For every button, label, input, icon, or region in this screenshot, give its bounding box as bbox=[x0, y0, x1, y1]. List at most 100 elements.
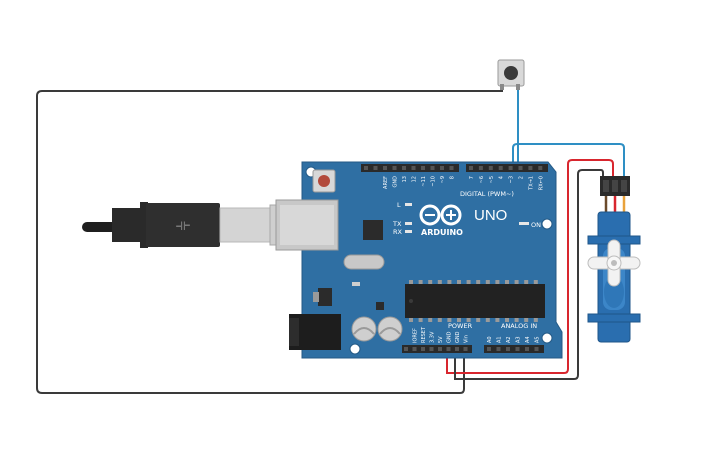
chip-pin bbox=[418, 318, 423, 322]
analog-pin-label: A0 bbox=[487, 336, 493, 343]
analog-pin-label: A5 bbox=[535, 336, 541, 343]
header-hole[interactable] bbox=[528, 166, 533, 170]
header-hole[interactable] bbox=[463, 347, 468, 351]
digital-pin-label: ~6 bbox=[479, 176, 485, 183]
digital-pin-label: 7 bbox=[469, 176, 475, 179]
chip-pin bbox=[485, 318, 490, 322]
chip-pin bbox=[409, 280, 413, 284]
digital-pin-label: ~11 bbox=[421, 176, 427, 187]
header-hole[interactable] bbox=[506, 347, 510, 351]
header-hole[interactable] bbox=[421, 166, 425, 170]
header-hole[interactable] bbox=[534, 347, 539, 351]
reset-button[interactable] bbox=[312, 169, 336, 193]
analog-pin-label: A2 bbox=[506, 336, 512, 343]
header-hole[interactable] bbox=[518, 166, 523, 170]
header-hole[interactable] bbox=[429, 347, 434, 351]
led-rx bbox=[405, 230, 412, 233]
header-hole[interactable] bbox=[487, 347, 491, 351]
chip-pin bbox=[505, 318, 509, 322]
digital-label: DIGITAL (PWM~) bbox=[460, 190, 514, 198]
servo-horn[interactable] bbox=[587, 239, 641, 287]
header-hole[interactable] bbox=[455, 347, 459, 351]
header-hole[interactable] bbox=[430, 166, 435, 170]
arduino-logo bbox=[419, 204, 462, 226]
digital-header[interactable] bbox=[361, 164, 548, 172]
header-hole[interactable] bbox=[515, 347, 520, 351]
chip-pin bbox=[505, 280, 509, 284]
chip-pin bbox=[514, 280, 519, 284]
chip-pin bbox=[533, 318, 538, 322]
header-hole[interactable] bbox=[421, 347, 425, 351]
header-hole[interactable] bbox=[498, 166, 503, 170]
led-tx bbox=[405, 222, 412, 225]
wire-5v-to-servo[interactable] bbox=[446, 159, 614, 374]
header-hole[interactable] bbox=[412, 347, 417, 351]
microcontroller-chip bbox=[405, 280, 545, 322]
header-hole[interactable] bbox=[478, 166, 483, 170]
pushbutton[interactable] bbox=[497, 59, 525, 90]
wire-pushbutton-to-gnd[interactable] bbox=[36, 88, 503, 394]
chip-pin bbox=[524, 280, 529, 284]
label-l: L bbox=[397, 201, 401, 209]
power-header[interactable] bbox=[402, 345, 472, 353]
digital-pin-label: 4 bbox=[499, 176, 505, 179]
power-pin-label: 3.3V bbox=[430, 331, 436, 343]
analog-header[interactable] bbox=[484, 345, 544, 353]
chip-pin bbox=[466, 280, 471, 284]
header-hole[interactable] bbox=[449, 166, 454, 170]
header-hole[interactable] bbox=[446, 347, 451, 351]
chip-pin bbox=[457, 280, 461, 284]
header-hole[interactable] bbox=[438, 347, 442, 351]
analog-pin-label: A1 bbox=[497, 336, 503, 343]
chip-pin bbox=[447, 318, 452, 322]
voltage-regulator bbox=[313, 288, 332, 306]
chip-pin bbox=[428, 280, 433, 284]
header-hole[interactable] bbox=[538, 166, 543, 170]
led-on bbox=[519, 222, 529, 225]
power-pin-label: Vin bbox=[464, 335, 470, 343]
wire-servo-signal-to-pin3[interactable] bbox=[512, 143, 625, 177]
digital-pin-label: 12 bbox=[412, 176, 418, 182]
chip-pin bbox=[466, 318, 471, 322]
chip-pin bbox=[495, 318, 500, 322]
digital-pin-label: TX→1 bbox=[528, 176, 534, 191]
header-hole[interactable] bbox=[392, 166, 397, 170]
label-on: ON bbox=[531, 221, 541, 229]
label-tx: TX bbox=[392, 220, 402, 228]
digital-pin-label: ~9 bbox=[440, 176, 446, 183]
header-hole[interactable] bbox=[469, 166, 473, 170]
digital-pin-label: 2 bbox=[519, 176, 525, 179]
header-hole[interactable] bbox=[364, 166, 368, 170]
header-hole[interactable] bbox=[525, 347, 529, 351]
header-hole[interactable] bbox=[508, 166, 513, 170]
header-hole[interactable] bbox=[411, 166, 416, 170]
chip-pin bbox=[524, 318, 529, 322]
header-hole[interactable] bbox=[383, 166, 387, 170]
chip-pin bbox=[437, 280, 442, 284]
header-hole[interactable] bbox=[404, 347, 408, 351]
power-pin-label: GND bbox=[455, 331, 461, 343]
digital-pin-label: 8 bbox=[450, 176, 456, 179]
servo-motor[interactable] bbox=[587, 176, 641, 343]
dc-power-jack bbox=[289, 314, 341, 350]
header-hole[interactable] bbox=[402, 166, 406, 170]
digital-pin-label: ~10 bbox=[431, 176, 437, 187]
analog-label: ANALOG IN bbox=[501, 322, 537, 330]
chip-pin bbox=[447, 280, 452, 284]
label-rx: RX bbox=[393, 228, 403, 236]
digital-pin-label: 13 bbox=[402, 176, 408, 182]
header-hole[interactable] bbox=[440, 166, 444, 170]
header-hole[interactable] bbox=[496, 347, 501, 351]
chip-pin bbox=[476, 280, 481, 284]
power-pin-label: IOREF bbox=[413, 328, 419, 343]
digital-pin-label: AREF bbox=[383, 176, 389, 189]
header-hole[interactable] bbox=[488, 166, 493, 170]
chip-pin bbox=[437, 318, 442, 322]
header-hole[interactable] bbox=[373, 166, 378, 170]
power-pin-label: GND bbox=[447, 331, 453, 343]
chip-pin bbox=[476, 318, 481, 322]
brand-label: ARDUINO bbox=[421, 228, 463, 237]
wire-gnd-to-servo[interactable] bbox=[454, 169, 604, 380]
